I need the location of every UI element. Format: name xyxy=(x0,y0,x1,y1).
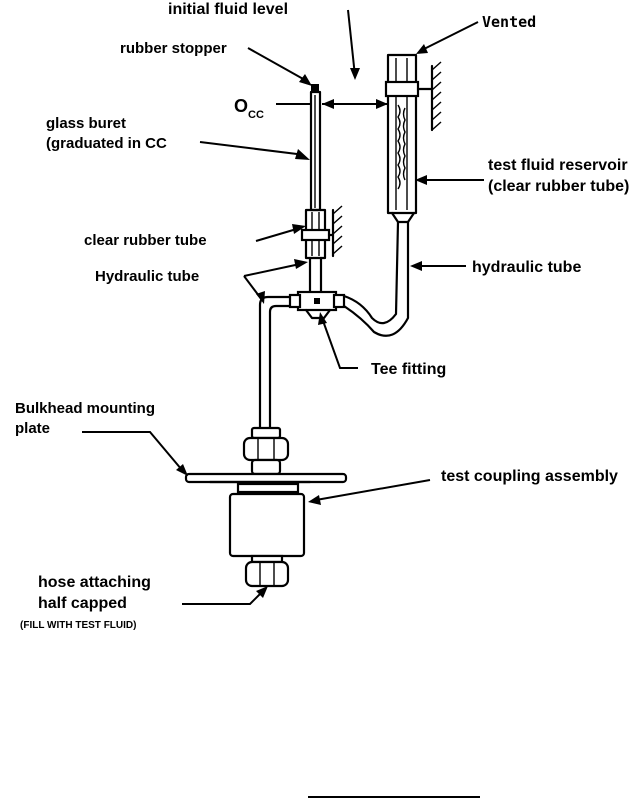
label-glass-buret: glass buret xyxy=(46,115,126,132)
tee-fitting xyxy=(288,290,346,320)
label-graduated-in-cc: (graduated in CC xyxy=(46,135,167,152)
hydraulic-tube-vertical xyxy=(308,256,323,294)
arrowhead-icon xyxy=(256,291,265,304)
arrowhead-icon xyxy=(415,175,427,185)
test-coupling-assembly xyxy=(228,492,306,564)
label-tee-fitting: Tee fitting xyxy=(371,361,446,378)
label-hose-attaching: hose attaching xyxy=(38,574,151,591)
test-fluid-reservoir xyxy=(384,53,434,224)
hydraulic-tube-right xyxy=(342,220,410,337)
arrowhead-icon xyxy=(295,149,310,160)
arrowhead-icon xyxy=(292,224,306,234)
label-bulkhead-mounting: Bulkhead mounting xyxy=(15,400,155,417)
label-vented: Vented xyxy=(482,13,536,31)
upper-hex-nut xyxy=(242,426,290,476)
arrowhead-icon xyxy=(376,99,388,109)
hose-attaching-half xyxy=(244,560,290,588)
wall-mount-middle xyxy=(331,205,343,258)
arrowhead-icon xyxy=(350,68,360,80)
arrowhead-icon xyxy=(294,259,308,269)
arrowhead-icon xyxy=(322,99,334,109)
arrowhead-icon xyxy=(416,44,428,54)
label-occ: O xyxy=(234,96,248,116)
label-clear-rubber-tube-reservoir: (clear rubber tube) xyxy=(488,178,629,195)
label-hydraulic-tube-left: Hydraulic tube xyxy=(95,268,199,285)
clear-rubber-tube-section xyxy=(300,208,335,260)
arrowhead-icon xyxy=(318,312,327,325)
arrowhead-icon xyxy=(256,586,268,598)
bulkhead-mounting-plate xyxy=(184,472,348,494)
arrowhead-icon xyxy=(308,495,321,505)
label-fill-with-test-fluid: (FILL WITH TEST FLUID) xyxy=(20,620,136,631)
label-initial-fluid-level: initial fluid level xyxy=(168,1,288,18)
label-half-capped: half capped xyxy=(38,595,127,612)
label-test-fluid-reservoir: test fluid reservoir xyxy=(488,157,628,174)
label-clear-rubber-tube: clear rubber tube xyxy=(84,232,207,249)
arrowhead-icon xyxy=(176,464,188,476)
labels: initial fluid level Vented rubber stoppe… xyxy=(15,1,629,631)
label-plate: plate xyxy=(15,420,50,437)
label-test-coupling-assembly: test coupling assembly xyxy=(441,468,618,485)
hydraulic-tube-left xyxy=(258,295,292,430)
label-rubber-stopper: rubber stopper xyxy=(120,40,227,57)
label-hydraulic-tube-right: hydraulic tube xyxy=(472,259,581,276)
leader-lines xyxy=(82,9,484,605)
wall-mount-top xyxy=(430,61,442,132)
arrowhead-icon xyxy=(299,74,312,86)
arrowhead-icon xyxy=(410,261,422,271)
label-occ-sub: CC xyxy=(248,109,264,121)
glass-buret xyxy=(309,84,322,212)
